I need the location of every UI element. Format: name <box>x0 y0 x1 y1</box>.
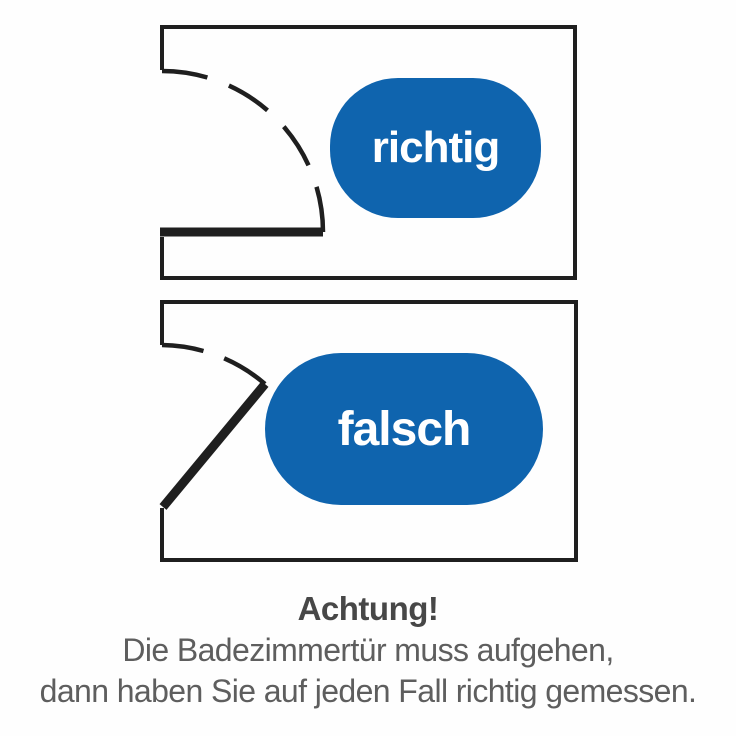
caption-line-2: dann haben Sie auf jeden Fall richtig ge… <box>39 673 697 709</box>
falsch-badge: falsch <box>265 353 543 505</box>
room-outline-bottom <box>160 300 578 562</box>
caption-line-1: Die Badezimmertür muss aufgehen, <box>122 632 614 668</box>
caption-block: Achtung! Die Badezimmertür muss aufgehen… <box>0 588 736 712</box>
richtig-badge-label: richtig <box>371 123 500 172</box>
caption-heading: Achtung! <box>297 590 439 627</box>
door-swing-arc-icon <box>161 342 267 386</box>
room-outline-top <box>160 25 577 280</box>
richtig-badge: richtig <box>330 78 541 218</box>
falsch-badge-label: falsch <box>337 402 472 456</box>
wrong-door-diagram <box>159 300 578 562</box>
correct-door-diagram <box>160 25 577 280</box>
blocked-door-icon <box>159 381 269 510</box>
door-swing-arc-icon <box>161 68 326 233</box>
